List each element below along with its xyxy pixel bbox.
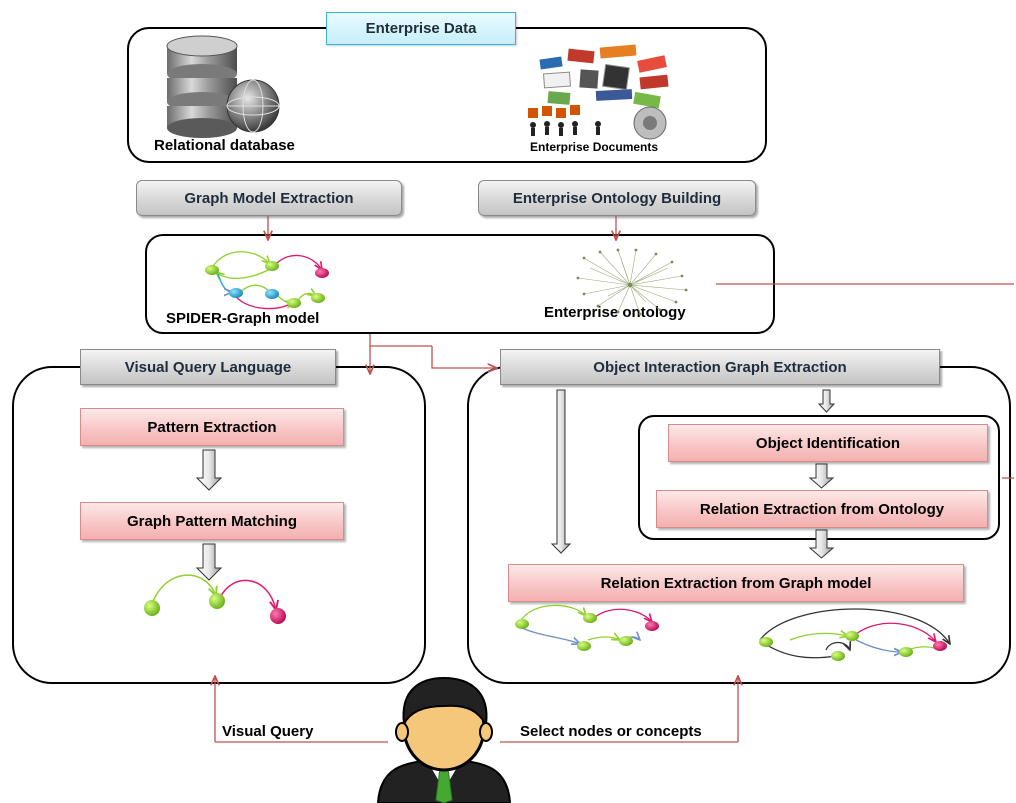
user-avatar-icon xyxy=(376,676,512,803)
object-interaction-title: Object Interaction Graph Extraction xyxy=(500,349,940,385)
visual-query-label: Visual Query xyxy=(222,723,314,740)
enterprise-documents-label: Enterprise Documents xyxy=(530,140,659,154)
enterprise-ontology-label: Enterprise ontology xyxy=(544,304,686,321)
select-nodes-label: Select nodes or concepts xyxy=(520,723,702,740)
graph-pattern-matching-step: Graph Pattern Matching xyxy=(80,502,344,540)
relation-from-graph-model-step: Relation Extraction from Graph model xyxy=(508,564,964,602)
relational-database-label: Relational database xyxy=(154,137,295,154)
relation-from-ontology-step: Relation Extraction from Ontology xyxy=(656,490,988,528)
pattern-extraction-step: Pattern Extraction xyxy=(80,408,344,446)
spider-graph-model-label: SPIDER-Graph model xyxy=(166,310,320,327)
visual-query-language-title: Visual Query Language xyxy=(80,349,336,385)
ontology-building-step: Enterprise Ontology Building xyxy=(478,180,756,216)
graph-model-extraction-step: Graph Model Extraction xyxy=(136,180,402,216)
object-identification-step: Object Identification xyxy=(668,424,988,462)
enterprise-data-title: Enterprise Data xyxy=(326,12,516,45)
